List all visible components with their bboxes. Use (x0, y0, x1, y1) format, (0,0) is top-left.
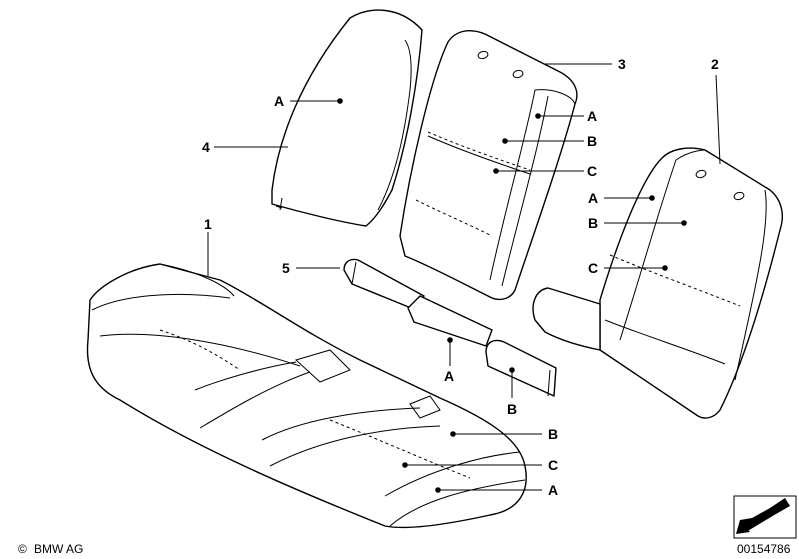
leaders (207, 63, 721, 493)
copyright-symbol: © (18, 542, 27, 556)
part-2-right-backrest (532, 147, 783, 419)
part-5-trim-pieces (343, 258, 557, 397)
label-part5-b: B (507, 401, 517, 417)
label-part2-c: C (588, 260, 598, 276)
label-part3-b: B (587, 133, 597, 149)
label-part3-a: A (587, 108, 597, 124)
diagram-id: 00154786 (737, 542, 791, 556)
callout-4: 4 (202, 139, 210, 155)
part-4-backrest-cover (271, 9, 423, 227)
label-part4-a: A (274, 93, 284, 109)
direction-arrow-icon (733, 495, 797, 539)
label-part5-a: A (444, 368, 454, 384)
callout-1: 1 (204, 216, 212, 232)
part-3-center-backrest (399, 30, 578, 301)
callout-3: 3 (618, 56, 626, 72)
callout-5: 5 (282, 260, 290, 276)
label-part1-b: B (548, 426, 558, 442)
copyright-text: BMW AG (34, 542, 83, 556)
callout-2: 2 (711, 56, 719, 72)
label-part2-a: A (588, 190, 598, 206)
label-part2-b: B (588, 215, 598, 231)
label-part1-a: A (548, 482, 558, 498)
part-1-seat-cushion (86, 263, 527, 529)
label-part3-c: C (587, 163, 597, 179)
label-part1-c: C (548, 457, 558, 473)
